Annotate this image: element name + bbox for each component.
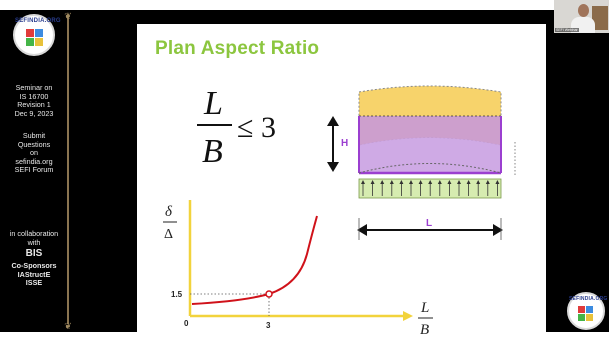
divider-ornament-bottom: ❦ xyxy=(64,321,72,331)
seminar-line: Seminar on xyxy=(15,83,53,92)
sidebar-divider xyxy=(67,14,69,324)
slide: Plan Aspect Ratio L B ≤ 3 H xyxy=(137,24,546,338)
spring-arrow-head xyxy=(495,180,500,184)
logo-cube-yellow xyxy=(35,38,43,46)
origin-label: 0 xyxy=(184,319,189,328)
height-label: H xyxy=(341,138,348,149)
logo-cube-blue xyxy=(586,306,593,313)
formula-numerator: L xyxy=(203,85,223,122)
logo-cube-blue xyxy=(35,29,43,37)
background-bookshelf xyxy=(592,6,608,30)
spring-arrow-head xyxy=(485,180,490,184)
sidebar: ❦ ❦ SEFINDIA.ORG Seminar on IS 16700 Rev… xyxy=(0,10,72,332)
sefindia-logo-corner: SEFINDIA.ORG xyxy=(567,292,608,330)
original-block xyxy=(359,116,501,173)
submit-line: sefindia.org xyxy=(15,156,53,166)
logo-cube-green xyxy=(26,38,34,46)
length-label: L xyxy=(426,218,432,229)
presenter-webcam[interactable]: SEFI Webinar xyxy=(554,0,609,33)
deflection-ratio-graph: δ Δ 1.5 0 3 L B xyxy=(163,200,433,338)
length-arrow-left xyxy=(357,224,367,236)
logo-cube-yellow xyxy=(586,314,593,321)
height-arrow-up xyxy=(327,116,339,126)
spring-arrow-head xyxy=(476,180,481,184)
logo-cube-red xyxy=(578,306,585,313)
seminar-line: Dec 9, 2023 xyxy=(14,108,54,118)
collaboration-info: in collaboration with xyxy=(2,229,66,247)
length-arrow-right xyxy=(493,224,503,236)
y-tick-label: 1.5 xyxy=(171,290,183,299)
spring-arrow-head xyxy=(361,180,365,184)
spring-arrow-head xyxy=(389,180,394,184)
spring-arrow-head xyxy=(380,180,385,184)
submit-line: Submit xyxy=(22,131,46,140)
collab-line: in collaboration xyxy=(9,229,59,238)
collab-line: with xyxy=(27,237,41,247)
cosponsors-label: Co-Sponsors xyxy=(11,261,57,270)
bis-label: BIS xyxy=(25,248,43,259)
spring-arrow-head xyxy=(428,180,433,184)
slide-title: Plan Aspect Ratio xyxy=(155,38,320,59)
spring-arrow-head xyxy=(370,180,375,184)
spring-arrow-head xyxy=(418,180,423,184)
logo-text: SEFINDIA.ORG xyxy=(569,296,608,302)
height-arrow-down xyxy=(327,162,339,172)
aspect-ratio-formula: L B ≤ 3 xyxy=(197,85,276,170)
seminar-line: IS 16700 xyxy=(19,91,49,101)
threshold-marker xyxy=(265,290,273,298)
x-tick-label: 3 xyxy=(266,321,271,330)
formula-denominator: B xyxy=(202,133,223,170)
logo-text: SEFINDIA.ORG xyxy=(15,18,61,24)
cosponsors-info: Co-Sponsors IAStructE ISSE xyxy=(2,261,66,288)
deflection-curve xyxy=(191,215,318,305)
graph-y-numerator: δ xyxy=(165,204,173,220)
presenter-head xyxy=(578,4,589,17)
logo-cube-red xyxy=(26,29,34,37)
spring-arrow-head xyxy=(437,180,442,184)
graph-x-numerator: L xyxy=(420,300,429,316)
submit-line: Questions xyxy=(17,139,51,149)
spring-arrow-head xyxy=(447,180,452,184)
spring-arrow-head xyxy=(399,180,404,184)
graph-y-denominator: Δ xyxy=(164,227,173,242)
graph-x-arrow xyxy=(403,311,413,321)
webcam-name-label: SEFI Webinar xyxy=(555,28,579,32)
spring-arrow-head xyxy=(457,180,461,184)
graph-x-denominator: B xyxy=(420,322,429,338)
building-deflection-diagram: H δ Δ L xyxy=(327,85,516,240)
formula-relation: ≤ 3 xyxy=(237,111,276,144)
divider-ornament-top: ❦ xyxy=(64,11,72,21)
cosponsor-item: ISSE xyxy=(25,278,43,288)
spring-arrow-head xyxy=(409,180,413,184)
sefindia-logo: SEFINDIA.ORG xyxy=(13,14,61,56)
submit-line: on xyxy=(30,148,38,158)
foundation-springs xyxy=(361,180,500,196)
submit-line: SEFI Forum xyxy=(14,165,54,175)
submit-questions-info: Submit Questions on sefindia.org SEFI Fo… xyxy=(2,131,66,175)
cosponsor-item: IAStructE xyxy=(17,269,51,279)
deflected-base-curve xyxy=(358,163,502,174)
presentation-frame: ❦ ❦ SEFINDIA.ORG Seminar on IS 16700 Rev… xyxy=(0,10,609,338)
spring-arrow-head xyxy=(466,180,471,184)
seminar-info: Seminar on IS 16700 Revision 1 Dec 9, 20… xyxy=(2,83,66,118)
seminar-line: Revision 1 xyxy=(17,100,51,110)
logo-cube-green xyxy=(578,314,585,321)
